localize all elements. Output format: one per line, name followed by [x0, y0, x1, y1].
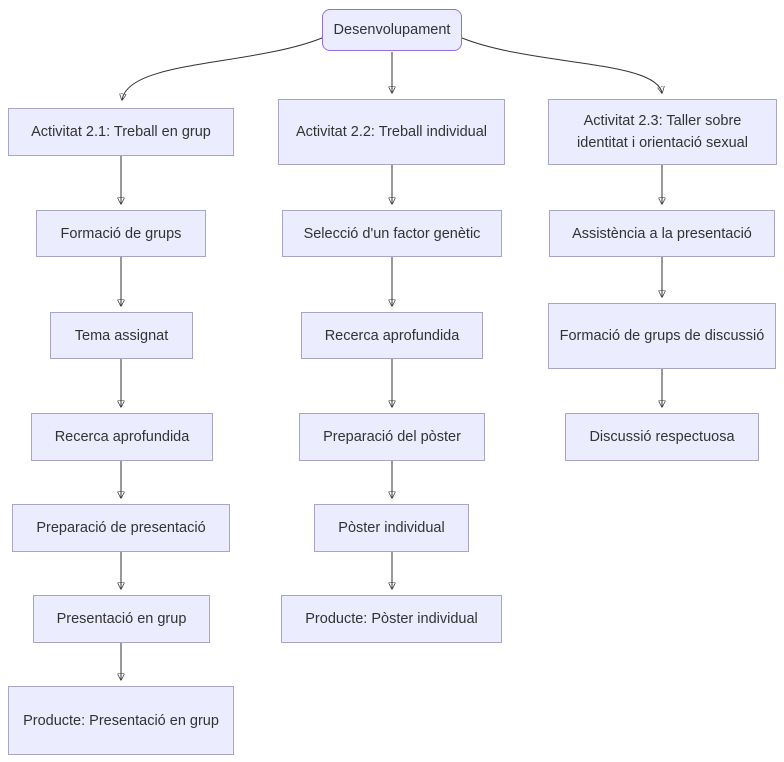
node-seleccio-factor-genetic: Selecció d'un factor genètic	[282, 210, 502, 257]
node-activitat-2-1: Activitat 2.1: Treball en grup	[8, 108, 234, 156]
node-formacio-grups-discussio: Formació de grups de discussió	[548, 303, 776, 369]
node-tema-assignat: Tema assignat	[50, 312, 193, 359]
node-preparacio-de-presentacio: Preparació de presentació	[12, 504, 230, 552]
node-activitat-2-2: Activitat 2.2: Treball individual	[278, 99, 505, 165]
edge-root-col1	[122, 37, 323, 100]
node-recerca-aprofundida-2: Recerca aprofundida	[301, 312, 483, 359]
node-activitat-2-3: Activitat 2.3: Taller sobre identitat i …	[548, 99, 777, 165]
node-assistencia-presentacio: Assistència a la presentació	[549, 210, 775, 257]
node-formacio-de-grups: Formació de grups	[36, 210, 206, 257]
node-desenvolupament: Desenvolupament	[322, 9, 462, 51]
node-recerca-aprofundida-1: Recerca aprofundida	[31, 413, 213, 461]
node-producte-poster-individual: Producte: Pòster individual	[281, 595, 502, 643]
node-discussio-respectuosa: Discussió respectuosa	[565, 413, 759, 461]
node-preparacio-del-poster: Preparació del pòster	[299, 413, 485, 461]
node-poster-individual: Pòster individual	[314, 504, 469, 552]
node-producte-presentacio-en-grup: Producte: Presentació en grup	[8, 686, 234, 755]
node-presentacio-en-grup: Presentació en grup	[33, 595, 210, 643]
edge-root-col3	[461, 37, 662, 93]
